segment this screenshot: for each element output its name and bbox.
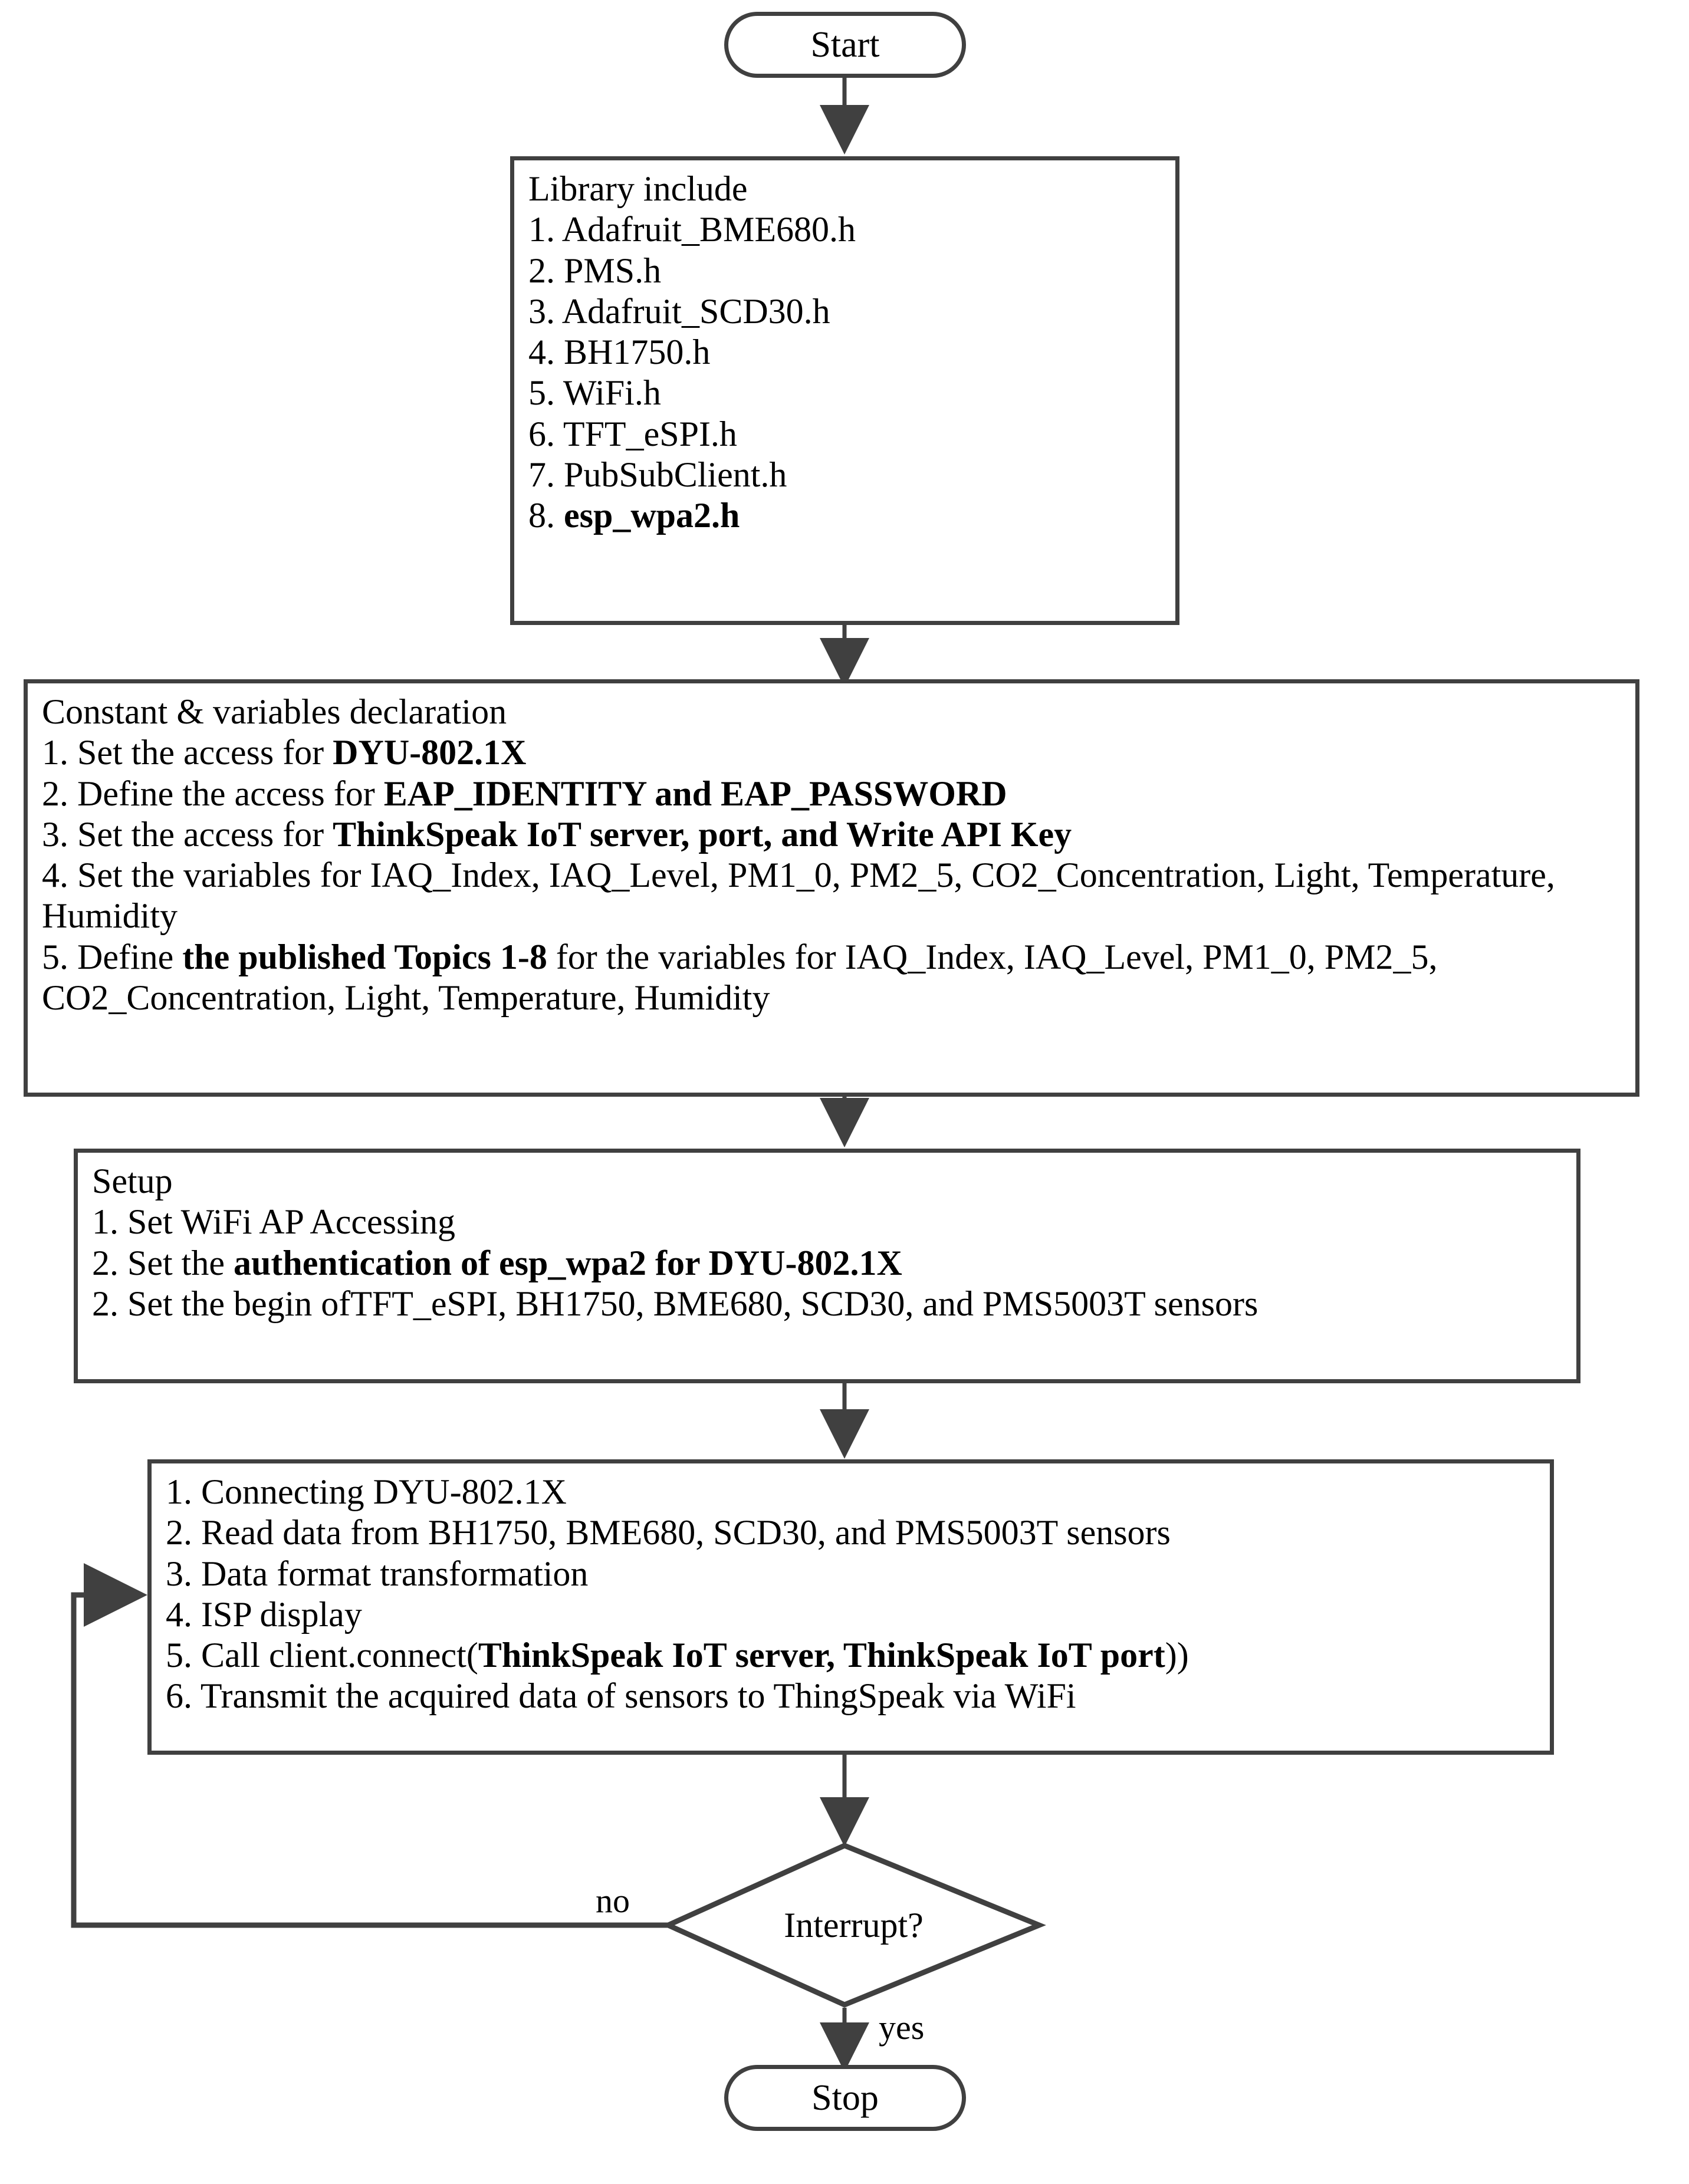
loop-line-6: 6. Transmit the acquired data of sensors… bbox=[166, 1676, 1076, 1716]
decision-label: Interrupt? bbox=[784, 1905, 924, 1945]
constants-heading: Constant & variables declaration bbox=[42, 692, 507, 731]
edge-label-yes: yes bbox=[879, 2008, 925, 2047]
library-item-5: 5. WiFi.h bbox=[528, 373, 661, 413]
loop-line-3: 3. Data format transformation bbox=[166, 1554, 589, 1593]
constants-line-2: 2. Define the access for EAP_IDENTITY an… bbox=[42, 774, 1624, 814]
loop-line-4: 4. ISP display bbox=[166, 1594, 362, 1634]
loop-line-5: 5. Call client.connect(ThinkSpeak IoT se… bbox=[166, 1635, 1538, 1676]
setup-heading: Setup bbox=[92, 1162, 173, 1200]
loop-line-5-bold: ThinkSpeak IoT server, ThinkSpeak IoT po… bbox=[478, 1636, 1165, 1675]
start-label: Start bbox=[810, 25, 880, 65]
library-item-3: 3. Adafruit_SCD30.h bbox=[528, 291, 830, 331]
constants-line-5-bold: the published Topics 1-8 bbox=[182, 937, 547, 976]
constants-line-2-bold: EAP_IDENTITY and EAP_PASSWORD bbox=[383, 774, 1007, 813]
decision-diamond[interactable]: Interrupt? bbox=[668, 1846, 1039, 2005]
loop-line-2: 2. Read data from BH1750, BME680, SCD30,… bbox=[166, 1513, 1171, 1553]
library-item-1: 1. Adafruit_BME680.h bbox=[528, 210, 856, 249]
main-loop-box[interactable]: 1. Connecting DYU-802.1X 2. Read data fr… bbox=[147, 1459, 1554, 1755]
library-item-8-bold: esp_wpa2.h bbox=[564, 496, 740, 535]
library-item-8-prefix: 8. bbox=[528, 496, 564, 535]
constants-line-1-text: 1. Set the access for bbox=[42, 733, 333, 772]
library-heading: Library include bbox=[528, 169, 748, 208]
loop-line-1: 1. Connecting DYU-802.1X bbox=[166, 1472, 567, 1511]
setup-line-2: 2. Set the authentication of esp_wpa2 fo… bbox=[92, 1243, 1565, 1284]
library-item-7: 7. PubSubClient.h bbox=[528, 455, 787, 495]
library-item-6: 6. TFT_eSPI.h bbox=[528, 414, 737, 453]
library-include-box[interactable]: Library include 1. Adafruit_BME680.h 2. … bbox=[510, 156, 1179, 625]
setup-line-1: 1. Set WiFi AP Accessing bbox=[92, 1202, 455, 1242]
constants-line-1: 1. Set the access for DYU-802.1X bbox=[42, 732, 1624, 773]
setup-line-2-text: 2. Set the bbox=[92, 1243, 234, 1282]
constants-line-3: 3. Set the access for ThinkSpeak IoT ser… bbox=[42, 814, 1624, 855]
constants-line-4: 4. Set the variables for IAQ_Index, IAQ_… bbox=[42, 856, 1555, 936]
stop-label: Stop bbox=[811, 2078, 879, 2118]
library-item-2: 2. PMS.h bbox=[528, 251, 662, 290]
library-item-4: 4. BH1750.h bbox=[528, 333, 711, 372]
constants-line-5: 5. Define the published Topics 1-8 for t… bbox=[42, 937, 1624, 1019]
constants-line-5-text-b: for the variables for IAQ_Index, IAQ_Lev… bbox=[42, 937, 1438, 1018]
constants-line-2-text: 2. Define the access for bbox=[42, 774, 384, 813]
setup-line-2-bold: authentication of esp_wpa2 for DYU-802.1… bbox=[233, 1243, 902, 1282]
library-item-8: 8. esp_wpa2.h bbox=[528, 495, 1164, 536]
start-terminal[interactable]: Start bbox=[724, 12, 966, 78]
setup-line-3: 2. Set the begin ofTFT_eSPI, BH1750, BME… bbox=[92, 1284, 1258, 1323]
constants-line-3-bold: ThinkSpeak IoT server, port, and Write A… bbox=[333, 814, 1072, 854]
setup-box[interactable]: Setup 1. Set WiFi AP Accessing 2. Set th… bbox=[74, 1149, 1580, 1383]
constants-line-1-bold: DYU-802.1X bbox=[333, 733, 527, 772]
constants-line-3-text: 3. Set the access for bbox=[42, 814, 333, 854]
loop-line-5-text-b: )) bbox=[1165, 1636, 1189, 1675]
stop-terminal[interactable]: Stop bbox=[724, 2065, 966, 2131]
constants-declaration-box[interactable]: Constant & variables declaration 1. Set … bbox=[24, 679, 1639, 1097]
loop-line-5-text-a: 5. Call client.connect( bbox=[166, 1636, 478, 1675]
edge-label-no: no bbox=[596, 1882, 630, 1920]
constants-line-5-text-a: 5. Define bbox=[42, 937, 183, 976]
